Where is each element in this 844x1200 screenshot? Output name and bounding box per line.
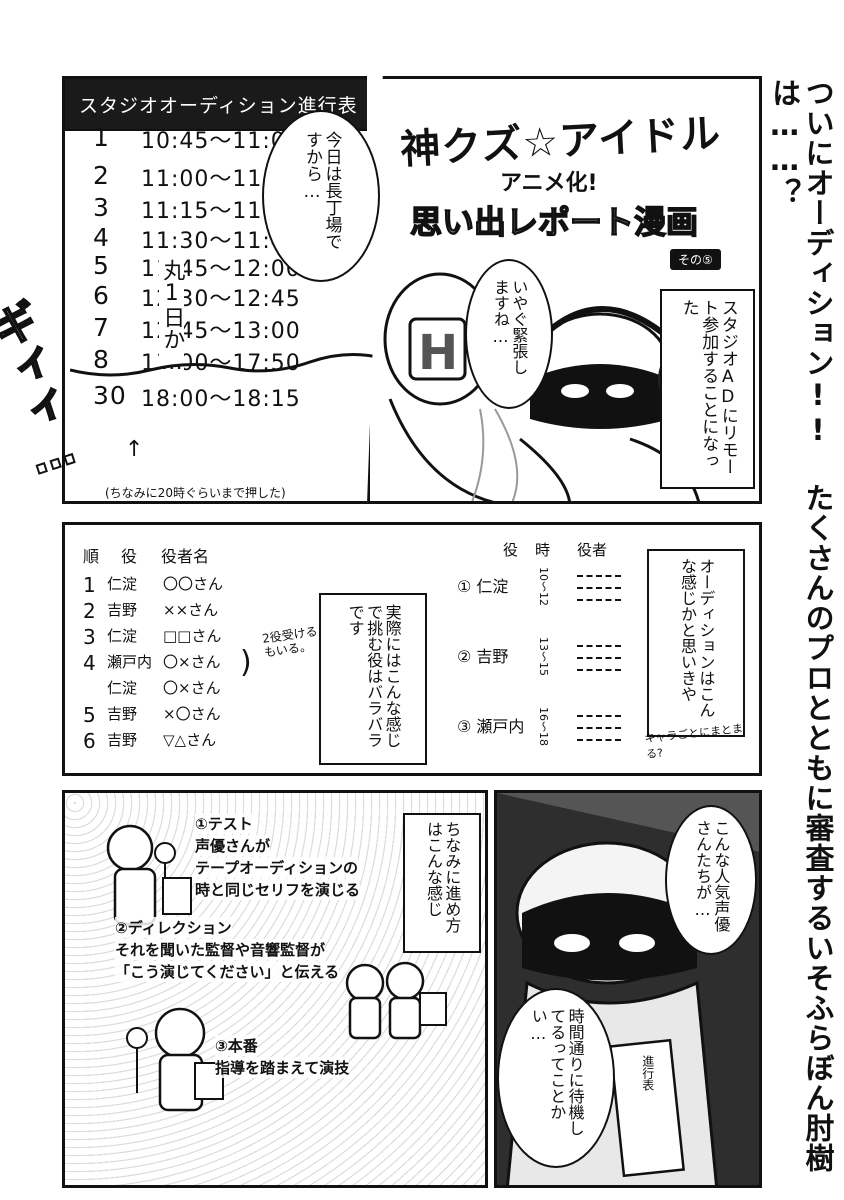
step-body: 「こう演じてください」と伝える <box>115 961 340 982</box>
panel-waiting: 進行表 こんな人気声優さんたちが… 時間通りに待機してるってことかい… <box>494 790 762 1188</box>
doc-label: 進行表 <box>640 1055 655 1091</box>
step-body: テープオーディションの <box>195 857 359 878</box>
step-body: 指導を踏まえて演技 <box>215 1057 350 1078</box>
panel-logo: H 神クズ☆アイドル アニメ化! 思い出レポート漫画 その⑤ いやぐ緊張しますね… <box>367 76 762 504</box>
step-body: 時と同じセリフを演じる <box>195 879 361 900</box>
schedule-row-number: 6 <box>93 281 110 310</box>
cast-no: 5 <box>83 703 96 727</box>
schedule-row-number: 1 <box>93 123 110 152</box>
placeholder-line <box>577 715 621 717</box>
cast-actor: 〇×さん <box>163 679 221 697</box>
panel-process: ①テスト声優さんがテープオーディションの時と同じセリフを演じる ②ディレクションそ… <box>62 790 488 1188</box>
grouped-time: 10〜12 <box>537 567 550 606</box>
speech-bubble-nervous: いやぐ緊張しますね… <box>465 259 553 409</box>
cast-actor: 〇×さん <box>163 653 221 671</box>
schedule-row-number: 30 <box>93 381 127 410</box>
cast-actor: □□さん <box>163 627 222 645</box>
side-caption: ついにオーディション!! たくさんのプロとともに審査するいそふらぼん肘樹は……？ <box>767 78 835 1173</box>
cast-actor: 〇〇さん <box>163 575 224 593</box>
placeholder-line <box>577 657 621 659</box>
schedule-row-number: 7 <box>93 313 110 342</box>
grouped-header: 役 <box>503 541 519 559</box>
caption-remote-ad: スタジオADにリモート参加することになった <box>660 289 755 489</box>
cast-actor: ×〇さん <box>163 705 221 723</box>
arrow-up-icon: ↑ <box>125 437 144 462</box>
cast-actor: ××さん <box>163 601 219 619</box>
placeholder-line <box>577 575 621 577</box>
caption-how-it-goes: ちなみに進め方はこんな感じ <box>403 813 481 953</box>
cast-no: 3 <box>83 625 96 649</box>
step-title: ①テスト <box>195 813 253 834</box>
grouped-time: 13〜15 <box>537 637 550 676</box>
footnote: (ちなみに20時ぐらいまで押した) <box>105 486 286 500</box>
schedule-row-number: 5 <box>93 251 110 280</box>
speech-bubble-on-time: 時間通りに待機してるってことかい… <box>497 988 615 1168</box>
cast-role: 吉野 <box>107 601 138 619</box>
grouped-role: ③ 瀬戸内 <box>457 717 525 736</box>
schedule-row-number: 4 <box>93 223 110 252</box>
cast-header: 順 <box>83 547 100 566</box>
bracket-icon: ) <box>240 645 252 680</box>
grouped-header: 役者 <box>577 541 608 559</box>
placeholder-line <box>577 669 621 671</box>
speech-bubble-popular-actors: こんな人気声優さんたちが… <box>665 805 757 955</box>
grouped-role: ① 仁淀 <box>457 577 509 596</box>
cast-no: 6 <box>83 729 96 753</box>
cast-header: 役 <box>121 547 138 566</box>
logo-subtitle: アニメ化! <box>500 171 598 196</box>
schedule-row-number: 3 <box>93 193 110 222</box>
caption-varied-roles: 実際にはこんな感じで挑む役はバラバラです <box>319 593 427 765</box>
logo-badge: その⑤ <box>670 249 721 270</box>
cast-no: 1 <box>83 573 96 597</box>
wavy-line-icon <box>70 353 390 377</box>
cast-no: 4 <box>83 651 96 675</box>
cast-role: 仁淀 <box>107 575 138 593</box>
schedule-row-number: 8 <box>93 345 110 374</box>
caption-thought-so: オーディションはこんな感じかと思いきや <box>647 549 745 737</box>
schedule-title-bar: スタジオオーディション進行表 <box>65 79 367 129</box>
cast-role: 仁淀 <box>107 679 138 697</box>
placeholder-line <box>577 727 621 729</box>
placeholder-line <box>577 739 621 741</box>
placeholder-line <box>577 599 621 601</box>
schedule-row-number: 2 <box>93 161 110 190</box>
cast-role: 瀬戸内 <box>107 653 153 671</box>
step-title: ②ディレクション <box>115 917 232 938</box>
step-body: それを聞いた監督や音響監督が <box>115 939 326 960</box>
svg-text:H: H <box>418 325 458 381</box>
grouped-header: 時 <box>535 541 551 559</box>
grouped-time: 16〜18 <box>537 707 550 746</box>
placeholder-line <box>577 587 621 589</box>
cast-actor: ▽△さん <box>163 731 217 749</box>
schedule-side-note: 丸1日か… <box>159 259 185 375</box>
cast-header: 役者名 <box>161 547 210 566</box>
speech-bubble-long-day: 今日は長丁場ですから… <box>262 110 380 282</box>
cast-no: 2 <box>83 599 96 623</box>
step-body: 声優さんが <box>195 835 271 856</box>
logo-report-title: 思い出レポート漫画 <box>409 202 699 242</box>
grouped-role: ② 吉野 <box>457 647 509 666</box>
cast-role: 吉野 <box>107 705 138 723</box>
cast-role: 仁淀 <box>107 627 138 645</box>
placeholder-line <box>577 645 621 647</box>
schedule-row-time: 18:00〜18:15 <box>141 387 301 412</box>
cast-role: 吉野 <box>107 731 138 749</box>
step-title: ③本番 <box>215 1035 258 1056</box>
process-illustration <box>106 824 447 1112</box>
